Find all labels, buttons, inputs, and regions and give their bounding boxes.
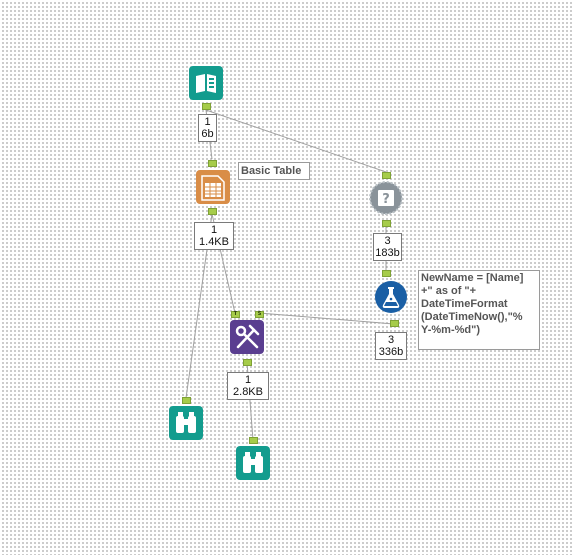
- dynamic-input-size-value: 183b: [375, 247, 400, 259]
- text-input-size-value: 1.4KB: [199, 236, 229, 248]
- text-input-in-anchor[interactable]: [208, 160, 217, 167]
- text-input-out-anchor[interactable]: [208, 208, 217, 215]
- svg-text:?: ?: [382, 192, 390, 207]
- append-fields-tool[interactable]: [230, 320, 264, 354]
- formula-expression-comment: NewName = [Name] +" as of "+ DateTimeFor…: [418, 270, 540, 350]
- browse-1-in-anchor[interactable]: [182, 397, 191, 404]
- text-input-record-count: 1 1.4KB: [194, 222, 234, 250]
- formula-size-value: 336b: [378, 346, 404, 358]
- append-target-anchor[interactable]: T: [231, 311, 240, 318]
- formula-out-anchor[interactable]: [390, 320, 399, 327]
- dynamic-input-count-value: 3: [384, 235, 391, 247]
- formula-record-count: 3 336b: [375, 332, 407, 360]
- append-fields-icon: [235, 324, 260, 349]
- dynamic-input-tool[interactable]: ?: [369, 181, 403, 215]
- basic-table-comment: Basic Table: [238, 162, 310, 180]
- text-input-tool[interactable]: [196, 170, 230, 204]
- dynamic-input-record-count: 3 183b: [373, 233, 402, 261]
- formula-in-anchor[interactable]: [382, 270, 391, 277]
- browse-2-in-anchor[interactable]: [249, 437, 258, 444]
- input-size-value: 6b: [201, 128, 214, 140]
- input-data-tool[interactable]: [189, 66, 223, 100]
- browse-tool-2[interactable]: [236, 446, 270, 480]
- dynamic-input-out-anchor[interactable]: [382, 220, 391, 227]
- browse-binoculars-icon: [176, 412, 196, 433]
- input-record-count: 1 6b: [198, 114, 217, 142]
- input-count-value: 1: [204, 116, 211, 128]
- dynamic-input-question-icon: ?: [369, 181, 403, 215]
- input-output-anchor[interactable]: [202, 103, 211, 110]
- append-out-anchor[interactable]: [243, 359, 252, 366]
- browse-tool-1[interactable]: [169, 406, 203, 440]
- formula-flask-icon: [375, 281, 407, 313]
- browse-binoculars-icon: [243, 452, 263, 473]
- append-size-value: 2.8KB: [233, 386, 263, 398]
- append-record-count: 1 2.8KB: [227, 372, 269, 400]
- formula-count-value: 3: [387, 334, 395, 346]
- append-source-anchor[interactable]: S: [255, 311, 264, 318]
- input-data-book-icon: [196, 74, 216, 93]
- wire-formula-to-append-r: [258, 312, 395, 325]
- wire-input-to-dynamic-input: [205, 109, 387, 173]
- dynamic-input-in-anchor[interactable]: [382, 172, 391, 179]
- text-input-table-icon: [201, 175, 225, 201]
- text-input-count-value: 1: [210, 224, 218, 236]
- append-count-value: 1: [244, 374, 252, 386]
- formula-tool[interactable]: [374, 280, 408, 314]
